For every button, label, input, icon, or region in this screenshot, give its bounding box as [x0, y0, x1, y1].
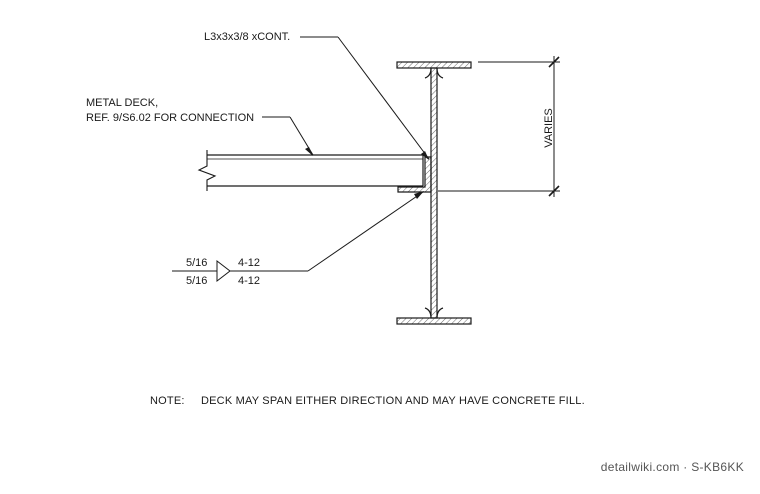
- watermark: detailwiki.com · S-KB6KK: [601, 460, 744, 474]
- dimension-line: [438, 56, 560, 197]
- deck-label-line1: METAL DECK,: [86, 97, 158, 109]
- weld-size-bottom: 5/16: [186, 275, 207, 287]
- metal-deck: [207, 154, 424, 187]
- weld-length-bottom: 4-12: [238, 275, 260, 287]
- deck-break-line: [197, 150, 217, 191]
- weld-size-top: 5/16: [186, 257, 207, 269]
- angle-label: L3x3x3/8 xCONT.: [204, 31, 290, 43]
- note-text: DECK MAY SPAN EITHER DIRECTION AND MAY H…: [201, 395, 585, 407]
- angle-leader-arrowhead: [421, 151, 429, 160]
- beam-fillets: [424, 67, 444, 319]
- beam-top-flange: [396, 61, 472, 69]
- continuous-angle: [397, 156, 432, 193]
- angle-leader: [300, 36, 430, 160]
- beam-web: [430, 67, 438, 319]
- deck-label-line2: REF. 9/S6.02 FOR CONNECTION: [86, 112, 254, 124]
- weld-symbol: [172, 191, 424, 283]
- weld-leader-arrowhead: [414, 191, 424, 199]
- deck-leader-arrowhead: [305, 147, 313, 156]
- beam-bottom-flange: [396, 317, 472, 325]
- note-prefix: NOTE:: [150, 395, 185, 407]
- wide-flange-beam: [396, 61, 472, 325]
- weld-length-top: 4-12: [238, 257, 260, 269]
- dimension-label: VARIES: [543, 108, 555, 148]
